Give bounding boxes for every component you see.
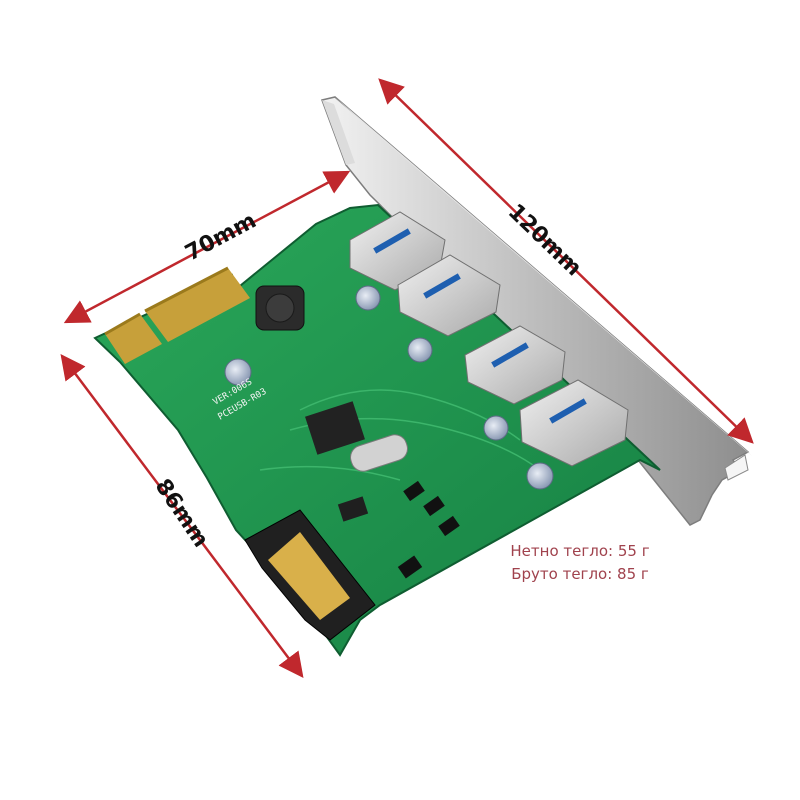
width-label: 70mm: [181, 208, 260, 266]
inductor: [255, 285, 305, 331]
resistor-arrays: [337, 480, 460, 579]
usb-controller-chip: [305, 401, 365, 455]
weight-note: Нетно тегло: 55 г Бруто тегло: 85 г: [510, 542, 650, 583]
height-label: 86mm: [150, 475, 213, 552]
crystal-oscillator: [350, 434, 408, 472]
